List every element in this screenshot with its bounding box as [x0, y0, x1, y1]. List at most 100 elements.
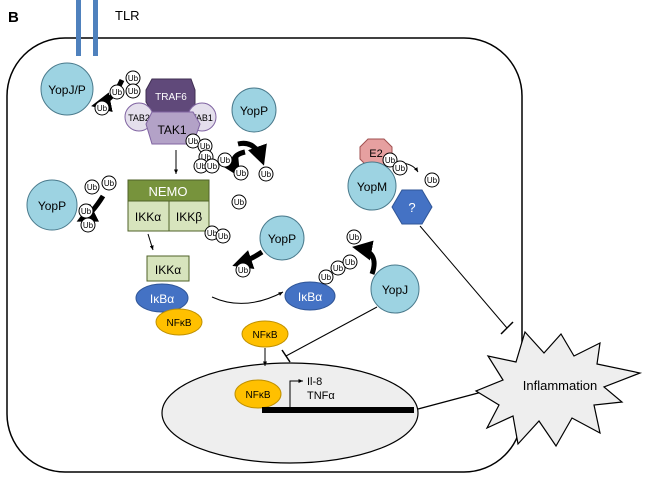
nfkb-label: NFκB [167, 318, 192, 329]
nemo-label: NEMO [149, 184, 188, 199]
ubiquitin-tag: Ub [342, 254, 358, 270]
yopm-inhibition-bar [500, 321, 514, 335]
ubiquitin-tag: Ub [382, 152, 398, 168]
nfkb-protein-nuclear: NFκB [234, 379, 282, 409]
yopj-inhibition-line [285, 306, 378, 357]
ikba-protein-released: IκBα [284, 281, 336, 311]
yopj-protein: YopJ [370, 264, 420, 314]
tlr-label: TLR [115, 8, 140, 23]
ikka-lower-label: IKKα [155, 263, 181, 277]
ubiquitin-label: Ub [128, 87, 139, 96]
yopp-protein-middle: YopP [259, 215, 305, 261]
ubiquitin-tag: Ub [204, 158, 220, 174]
ubiquitin-tag: Ub [424, 172, 440, 188]
ubiquitin-label: Ub [81, 207, 92, 216]
ubiquitin-label: Ub [196, 162, 207, 171]
ubiquitin-label: Ub [201, 153, 212, 162]
yopp-protein-upper: YopP [231, 87, 277, 133]
ubiquitin-label: Ub [188, 137, 199, 146]
ubiquitin-label: Ub [238, 266, 249, 275]
yopp-protein-left: YopP [26, 179, 78, 231]
ikba-released-label: IκBα [298, 290, 322, 304]
cell-membrane [6, 37, 523, 473]
ubiquitin-label: Ub [220, 156, 231, 165]
ubiquitin-label: Ub [112, 88, 123, 97]
ubiquitin-label: Ub [261, 170, 272, 179]
unknown-target-label: ? [408, 200, 415, 215]
ubiquitin-label: Ub [128, 74, 139, 83]
ubiquitin-label: Ub [207, 229, 218, 238]
ubiquitin-label: Ub [97, 104, 108, 113]
ubiquitin-tag: Ub [125, 70, 141, 86]
ikba-label: IκBα [150, 292, 174, 306]
ubiquitin-tag: Ub [80, 217, 96, 233]
ikka-label: IKKα [135, 210, 161, 224]
gene-il8-label: Il-8 [307, 376, 322, 388]
ubiquitin-tag: Ub [125, 83, 141, 99]
panel-b-label: B [8, 9, 19, 26]
dna-strand [262, 407, 414, 413]
unknown-target-hexagon [391, 189, 433, 225]
ubiquitin-tag: Ub [318, 269, 334, 285]
inflammation-starburst [474, 330, 643, 448]
yopj-inhibition-bar [281, 349, 291, 363]
tab1-label: TAB1 [191, 113, 213, 123]
ubiquitin-label: Ub [104, 179, 115, 188]
ubiquitin-tag: Ub [346, 229, 362, 245]
ubiquitin-tag: Ub [235, 262, 251, 278]
nfkb-protein: NFκB [155, 308, 203, 336]
ubiquitin-tag: Ub [185, 133, 201, 149]
traf6-label: TRAF6 [155, 92, 187, 103]
ubiquitin-label: Ub [83, 221, 94, 230]
yopj-label: YopJ [382, 283, 408, 297]
ubiquitin-label: Ub [395, 164, 406, 173]
tak1-label: TAK1 [157, 123, 186, 137]
yopm-label: YopM [357, 180, 387, 194]
ubiquitin-tag: Ub [193, 158, 209, 174]
inflammation-label: Inflammation [523, 378, 597, 393]
ikka-box-lower [146, 255, 190, 282]
tlr-receptor [76, 0, 98, 56]
ikka-box [127, 200, 170, 232]
ubiquitin-label: Ub [234, 198, 245, 207]
ubiquitin-tag: Ub [215, 228, 231, 244]
e2-label: E2 [369, 148, 382, 160]
ubiquitin-label: Ub [236, 169, 247, 178]
ubiquitin-tag: Ub [109, 84, 125, 100]
gene-tnfa-label: TNFα [307, 390, 335, 402]
ikba-release-arrow [211, 291, 284, 304]
ubiquitin-label: Ub [345, 258, 356, 267]
ubiquitin-label: Ub [207, 162, 218, 171]
transcription-start-arrow [289, 379, 303, 407]
nfkb-free-label: NFκB [253, 330, 278, 341]
ubiquitin-label: Ub [333, 264, 344, 273]
yopj-p-label: YopJ/P [48, 83, 86, 97]
ubiquitin-tag: Ub [233, 165, 249, 181]
ubiquitin-tag: Ub [84, 179, 100, 195]
ubiquitin-label: Ub [321, 273, 332, 282]
ikk-to-ikba-arrow [147, 233, 154, 251]
yopp-upper-label: YopP [240, 104, 268, 118]
ikba-protein: IκBα [135, 283, 189, 313]
ubiquitin-label: Ub [218, 232, 229, 241]
yopp-upper-cleavage-arrow-2 [237, 140, 267, 166]
ikkb-box [168, 200, 210, 232]
ubiquitin-tag: Ub [78, 203, 94, 219]
yopp-left-label: YopP [38, 199, 66, 213]
ubiquitin-label: Ub [385, 156, 396, 165]
ubiquitin-tag: Ub [217, 152, 233, 168]
ubiquitin-label: Ub [349, 233, 360, 242]
ubiquitin-tag: Ub [231, 194, 247, 210]
ubiquitin-label: Ub [200, 142, 211, 151]
ikkb-label: IKKβ [176, 210, 202, 224]
yopp-middle-label: YopP [268, 232, 296, 246]
yopm-protein: YopM [347, 161, 397, 211]
ubiquitin-tag: Ub [101, 175, 117, 191]
ubiquitin-label: Ub [87, 183, 98, 192]
tab2-label: TAB2 [128, 113, 150, 123]
yopm-inhibition-line [419, 225, 508, 329]
nfkb-protein-free: NFκB [241, 320, 289, 348]
ubiquitin-tag: Ub [330, 260, 346, 276]
